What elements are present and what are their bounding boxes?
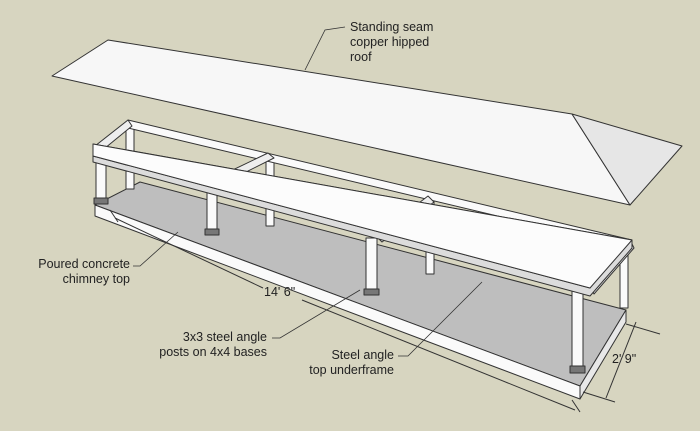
front-post bbox=[365, 237, 378, 294]
dimension-extension bbox=[582, 391, 616, 403]
dimension-tick bbox=[571, 399, 581, 413]
post-base bbox=[93, 197, 109, 205]
slab-label: Poured concrete chimney top bbox=[20, 257, 130, 287]
width-dimension: 2' 9" bbox=[612, 352, 637, 366]
slab-right-edge bbox=[579, 309, 627, 400]
width-dimension-line bbox=[605, 321, 637, 399]
frame-label-line: Steel angle bbox=[331, 348, 394, 362]
posts-label-line: posts on 4x4 bases bbox=[159, 345, 267, 359]
dimension-lines bbox=[109, 209, 661, 413]
leader-lines bbox=[133, 26, 483, 357]
roof-leader bbox=[304, 26, 346, 71]
posts-label-line: 3x3 steel angle bbox=[182, 330, 267, 344]
frame-leader bbox=[398, 281, 483, 357]
length-dimension-line bbox=[301, 299, 576, 411]
slab-label-line: chimney top bbox=[62, 272, 130, 286]
roof-hip bbox=[571, 113, 683, 206]
front-rail bbox=[92, 143, 633, 289]
roof-label: Standing seam copper hipped roof bbox=[350, 20, 433, 65]
post-base bbox=[569, 365, 586, 374]
front-post bbox=[571, 289, 584, 371]
posts-label: 3x3 steel angle posts on 4x4 bases bbox=[145, 330, 267, 360]
frame-label: Steel angle top underframe bbox=[290, 348, 394, 378]
length-dimension-line bbox=[114, 217, 264, 289]
post-base bbox=[204, 228, 220, 236]
post-bases bbox=[93, 197, 586, 374]
dimension-tick bbox=[109, 209, 119, 223]
dimension-extension bbox=[625, 323, 661, 335]
roof-label-line: Standing seam bbox=[350, 20, 434, 34]
posts-leader bbox=[272, 289, 361, 339]
slab-leader bbox=[133, 231, 179, 267]
length-dimension: 14' 6" bbox=[264, 285, 296, 299]
roof-label-line: roof bbox=[350, 50, 372, 64]
post-base bbox=[363, 288, 380, 296]
roof-label-line: copper hipped bbox=[350, 35, 430, 49]
slab-label-line: Poured concrete bbox=[38, 257, 130, 271]
frame-label-line: top underframe bbox=[309, 363, 394, 377]
